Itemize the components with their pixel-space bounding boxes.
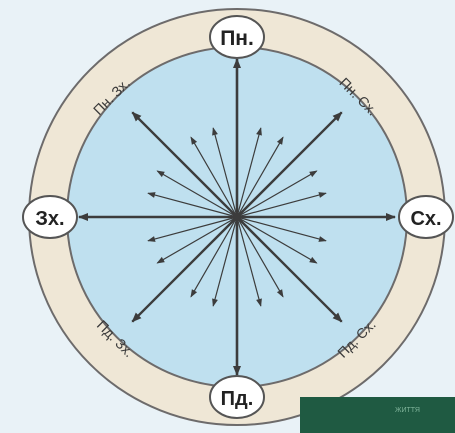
north-label-text: Пн. [220,27,254,50]
center-point [233,213,241,221]
west-label-text: Зх. [35,208,64,230]
label-west: Зх. [23,196,77,238]
label-east: Сх. [399,196,453,238]
corner-patch-text: ЖИТТЯ [395,407,420,414]
south-label-text: Пд. [221,388,254,410]
label-south: Пд. [210,376,264,418]
label-north: Пн. [210,16,264,58]
east-label-text: Сх. [410,208,441,230]
corner-photo-patch: ЖИТТЯ [300,397,455,433]
